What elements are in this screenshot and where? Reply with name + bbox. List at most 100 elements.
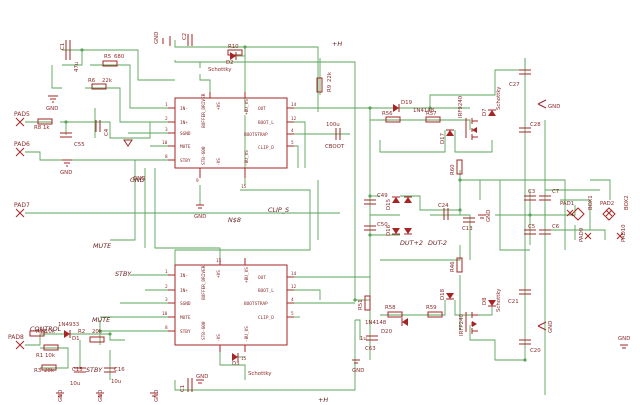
ic-bottom-pin-out: OUT xyxy=(258,275,266,281)
svg-text:GND: GND xyxy=(133,176,145,182)
ic-bottom-label-vs-plus: +VS xyxy=(216,270,222,278)
diode-d16: D16 xyxy=(386,224,400,236)
pad1-label: PAD1 xyxy=(560,201,574,207)
pad9[interactable]: PAD9 xyxy=(579,227,592,242)
svg-text:C3: C3 xyxy=(528,189,535,195)
ic-bottom-label-bu-vs-minus: -BU_VS xyxy=(244,326,250,342)
capacitor-c3: C3 xyxy=(524,189,536,201)
box2: BOX2 xyxy=(602,195,630,221)
svg-text:C15: C15 xyxy=(72,367,83,373)
ic-bottom-pinnum-14: 14 xyxy=(291,271,297,277)
diode-d15: D15 xyxy=(386,196,400,210)
ic-top-pinnum-12: 12 xyxy=(291,116,297,122)
net-label-plus-h-bottom: +H xyxy=(318,396,328,404)
ic-bottom-pinnum-4: 4 xyxy=(291,297,294,303)
ic-top-pinnum-2: 2 xyxy=(165,116,168,122)
svg-text:R56: R56 xyxy=(382,111,393,117)
svg-text:C1: C1 xyxy=(60,43,66,50)
transistors: IRF9240 IRFP240 xyxy=(458,95,478,336)
ic-bottom-pinnum-2: 2 xyxy=(165,284,168,290)
gnd-symbol: GND xyxy=(618,336,630,349)
svg-text:Schottky: Schottky xyxy=(496,288,502,312)
pad7[interactable]: PAD7 xyxy=(14,202,30,218)
svg-text:100u: 100u xyxy=(326,122,340,128)
capacitor-c55: C55 xyxy=(60,132,85,148)
gnd-symbol: GND xyxy=(352,359,364,374)
gnd-symbol: GND xyxy=(46,95,58,112)
ic-bottom-pinnum-10: 10 xyxy=(162,311,168,317)
svg-text:R8: R8 xyxy=(34,125,42,131)
ic-top-pin-in-plus: IN+ xyxy=(180,120,188,126)
svg-text:R1: R1 xyxy=(36,353,43,359)
gnd-symbol: GND xyxy=(196,374,208,384)
svg-text:C20: C20 xyxy=(530,348,541,354)
ground-symbols: GND GND GND GND GND GND GND GND GND GND … xyxy=(46,32,630,402)
pad8[interactable]: PAD8 xyxy=(8,334,25,350)
svg-text:C63: C63 xyxy=(365,346,376,352)
net-label-mute: MUTE xyxy=(93,242,112,250)
gnd-symbol: GND xyxy=(537,99,560,110)
svg-text:GND: GND xyxy=(352,368,364,374)
pad2[interactable]: PAD2 xyxy=(600,201,614,217)
ic-bottom-label-vs-minus: -VS xyxy=(216,334,222,342)
svg-text:R46: R46 xyxy=(450,261,456,272)
capacitor-c20: C20 xyxy=(519,339,541,354)
svg-text:GND: GND xyxy=(196,374,208,380)
diode-d-misc-2 xyxy=(404,228,412,235)
ic-bottom-pinnum-3: 3 xyxy=(165,297,168,303)
mosfet-q2: IRFP240 xyxy=(459,312,478,336)
net-label-gnd: GND xyxy=(130,176,145,184)
svg-text:Schottky: Schottky xyxy=(496,86,502,110)
resistor-r57: R57 xyxy=(425,111,441,123)
svg-text:C50: C50 xyxy=(377,222,388,228)
capacitor-c1-bottom: C1 xyxy=(180,378,193,392)
svg-text:GND: GND xyxy=(486,210,492,222)
capacitor-c49: C49 xyxy=(364,193,388,205)
net-label-dut-plus-2: DUT+2 xyxy=(400,239,423,247)
ic-top-label-bu-vs-minus: -BU_VS xyxy=(244,150,250,166)
gnd-symbol: GND xyxy=(56,390,64,402)
svg-text:1N4148: 1N4148 xyxy=(413,108,435,114)
svg-text:C24: C24 xyxy=(438,203,449,209)
capacitor-c28: C28 xyxy=(519,122,541,133)
svg-text:C2: C2 xyxy=(182,33,188,40)
ic-bottom-name: BUFFER_DRIVER xyxy=(201,265,207,300)
svg-text:C13: C13 xyxy=(462,226,473,232)
svg-text:D3: D3 xyxy=(232,361,240,367)
ic-bottom-pin-mute: MUTE xyxy=(180,315,191,321)
ic-top-label-vs-plus: +VS xyxy=(216,102,222,110)
ic-bottom-part: STB-600 xyxy=(201,321,207,340)
ic-bottom-pin-in-plus: IN+ xyxy=(180,288,188,294)
pad6-label: PAD6 xyxy=(14,141,30,148)
ic-bottom-pinnum-8: 8 xyxy=(165,325,168,331)
ic-top-pinnum-4: 4 xyxy=(291,128,294,134)
pad6[interactable]: PAD6 xyxy=(14,141,30,157)
pad10[interactable]: PAD10 xyxy=(616,224,627,242)
svg-text:D20: D20 xyxy=(381,329,393,335)
pad5[interactable]: PAD5 xyxy=(14,111,30,127)
ic-bottom-label-bu-vs-plus: +BU_VS xyxy=(244,267,250,283)
pad8-label: PAD8 xyxy=(8,334,24,341)
gnd-symbol: GND xyxy=(154,32,171,46)
svg-text:R60: R60 xyxy=(450,164,456,175)
pad1[interactable]: PAD1 xyxy=(560,201,574,217)
ic-bottom-pin-clip-d: CLIP_D xyxy=(258,315,274,321)
box2-label: BOX2 xyxy=(624,195,630,210)
svg-text:20k: 20k xyxy=(44,368,55,374)
capacitor-c7: C7 xyxy=(539,189,559,201)
pad9-label: PAD9 xyxy=(579,227,585,242)
svg-text:1N4148: 1N4148 xyxy=(365,320,387,326)
svg-text:D1: D1 xyxy=(72,336,80,342)
capacitor-c6: C6 xyxy=(539,224,560,235)
ic-top-name: BUFFER_DRIVER xyxy=(201,93,207,128)
svg-text:R6: R6 xyxy=(88,78,96,84)
